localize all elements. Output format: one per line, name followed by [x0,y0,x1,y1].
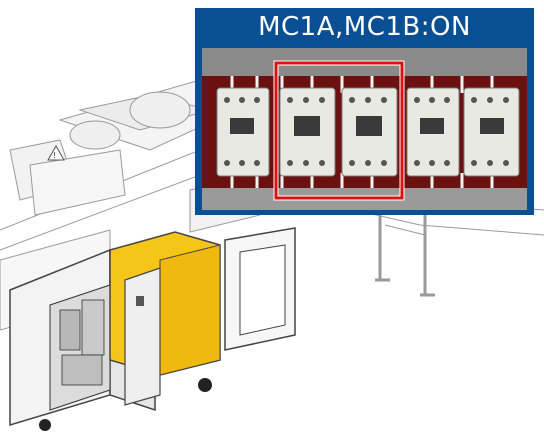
status-callout: MC1A,MC1B:ON [195,8,534,215]
callout-title: MC1A,MC1B:ON [258,12,471,42]
contactor-photo [202,48,527,210]
warning-triangle-icon [47,144,65,161]
svg-text:!: ! [53,151,56,160]
